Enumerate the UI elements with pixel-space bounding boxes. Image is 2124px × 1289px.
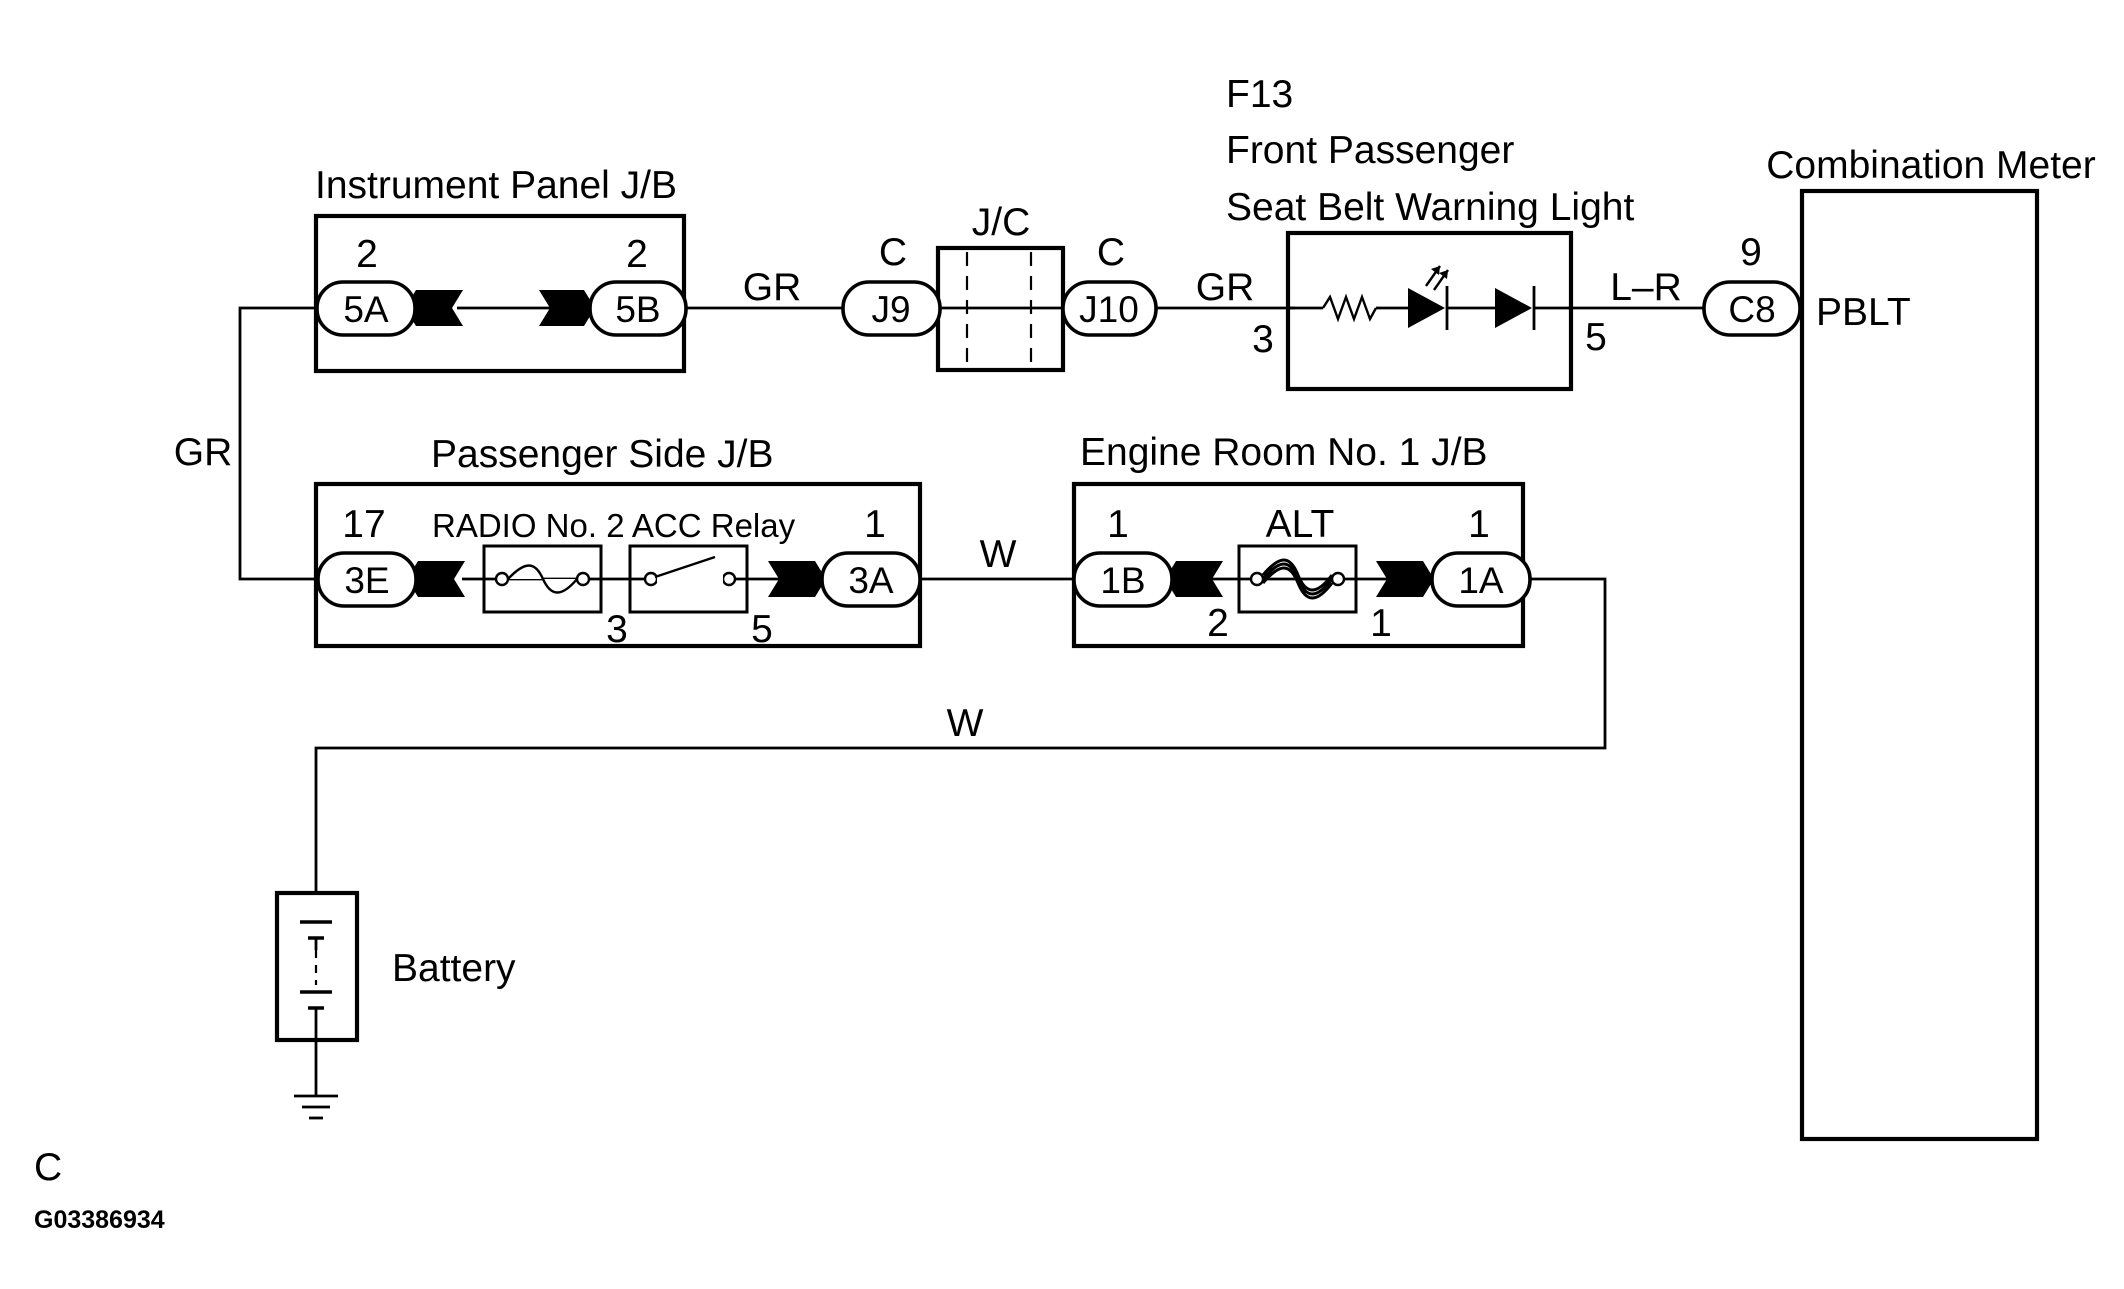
wire-label-gr-1: GR xyxy=(743,266,802,309)
terminal-pblt: PBLT xyxy=(1816,291,1911,334)
pin-3a: 1 xyxy=(864,503,886,546)
led-ray-2-head xyxy=(1439,270,1448,279)
instrument-panel-jb: Instrument Panel J/B 2 2 5A 5B xyxy=(313,164,688,374)
connector-j10 xyxy=(1061,280,1158,337)
relay-pin-3: 3 xyxy=(606,608,628,651)
fuse-alt-label: ALT xyxy=(1266,503,1335,546)
alt-fuse-terminal-left xyxy=(1249,571,1265,587)
connector-j9 xyxy=(841,280,942,337)
wire-label-w-1: W xyxy=(980,533,1017,576)
component-name-line2: Seat Belt Warning Light xyxy=(1226,186,1634,229)
pin-c8: 9 xyxy=(1740,231,1762,274)
engine-room-jb-title: Engine Room No. 1 J/B xyxy=(1080,431,1488,474)
led-ray-1-head xyxy=(1431,266,1440,275)
relay-label: RADIO No. 2 ACC Relay xyxy=(432,507,796,544)
pin-1a: 1 xyxy=(1468,503,1490,546)
relay-terminal-right xyxy=(721,571,737,587)
pin-j10: C xyxy=(1097,231,1125,274)
wire-left-vertical xyxy=(238,306,318,581)
connector-5b-label: 5B xyxy=(615,289,660,330)
combination-meter: Combination Meter 9 C8 PBLT xyxy=(1702,144,2096,1142)
connector-5a-label: 5A xyxy=(343,289,389,330)
battery-label: Battery xyxy=(392,947,516,990)
arrow-3e xyxy=(407,561,465,597)
connector-5b xyxy=(588,280,688,337)
fuse-icon xyxy=(507,564,578,594)
passenger-side-jb-title: Passenger Side J/B xyxy=(431,433,774,476)
connector-c8 xyxy=(1702,280,1802,337)
pin-5a: 2 xyxy=(356,233,378,276)
section-letter: C xyxy=(34,1146,62,1189)
resistor-icon xyxy=(1321,293,1378,323)
connector-c8-label: C8 xyxy=(1728,289,1775,330)
fuse-pin-1: 1 xyxy=(1370,602,1392,645)
fuse-box xyxy=(482,544,603,614)
jc-title: J/C xyxy=(972,201,1031,244)
fuse-terminal-right xyxy=(575,571,591,587)
relay-terminal-left xyxy=(643,571,659,587)
connector-1b-label: 1B xyxy=(1100,560,1145,601)
component-name-line1: Front Passenger xyxy=(1226,129,1514,172)
passenger-side-jb-box xyxy=(313,481,923,649)
alt-fuse-box xyxy=(1237,544,1358,614)
figure-id: G03386934 xyxy=(34,1206,165,1234)
battery: Battery xyxy=(274,890,516,1043)
passenger-side-jb: Passenger Side J/B 17 RADIO No. 2 ACC Re… xyxy=(313,433,923,651)
warning-light-box xyxy=(1285,230,1574,392)
instrument-panel-jb-box xyxy=(313,213,687,374)
pin-j9: C xyxy=(879,231,907,274)
arrow-5b xyxy=(539,290,595,326)
relay-pin-5: 5 xyxy=(751,608,773,651)
wire-label-gr-2: GR xyxy=(1196,266,1255,309)
led-icon xyxy=(1408,288,1445,328)
arrow-1a xyxy=(1376,561,1434,597)
combination-meter-box xyxy=(1799,188,2040,1142)
alt-fuse-icon xyxy=(1261,558,1334,600)
pin-light-3: 3 xyxy=(1252,318,1274,361)
component-connector-heading: F13 xyxy=(1226,73,1293,116)
connector-1a-label: 1A xyxy=(1458,560,1504,601)
wire-label-w-2: W xyxy=(947,702,984,745)
alt-fuse-terminal-right xyxy=(1330,571,1346,587)
junction-connector: J/C C C J9 J10 xyxy=(841,201,1158,373)
relay-box xyxy=(628,544,749,614)
connector-3a xyxy=(820,551,922,608)
fuse-pin-2: 2 xyxy=(1207,602,1229,645)
connector-3a-label: 3A xyxy=(848,560,894,601)
pin-5b: 2 xyxy=(626,233,648,276)
arrow-1b xyxy=(1165,561,1223,597)
connector-j9-label: J9 xyxy=(871,289,910,330)
seat-belt-warning-light: F13 Front Passenger Seat Belt Warning Li… xyxy=(1226,73,1634,392)
ground-icon xyxy=(294,1094,338,1120)
pin-light-5: 5 xyxy=(1585,316,1607,359)
connector-1b xyxy=(1072,551,1174,608)
wire-label-lr: L–R xyxy=(1610,266,1682,309)
connector-1a xyxy=(1430,551,1532,608)
relay-switch-icon xyxy=(654,555,716,579)
wire-label-gr-vertical: GR xyxy=(174,431,233,474)
connector-5a xyxy=(315,280,417,337)
arrow-5a xyxy=(405,290,463,326)
pin-3e: 17 xyxy=(342,503,385,546)
connector-3e xyxy=(316,551,418,608)
pin-1b: 1 xyxy=(1107,503,1129,546)
wire-1a-to-battery xyxy=(314,577,1607,893)
fuse-terminal-left xyxy=(494,571,510,587)
combination-meter-title: Combination Meter xyxy=(1766,144,2095,187)
connector-3e-label: 3E xyxy=(344,560,389,601)
arrow-3a xyxy=(768,561,826,597)
relay-gap xyxy=(657,572,723,586)
instrument-panel-jb-title: Instrument Panel J/B xyxy=(315,164,677,207)
engine-room-jb: Engine Room No. 1 J/B 1 ALT 1 1B 2 1 1A xyxy=(1071,431,1532,649)
diode-icon xyxy=(1495,288,1532,328)
connector-j10-label: J10 xyxy=(1079,289,1139,330)
